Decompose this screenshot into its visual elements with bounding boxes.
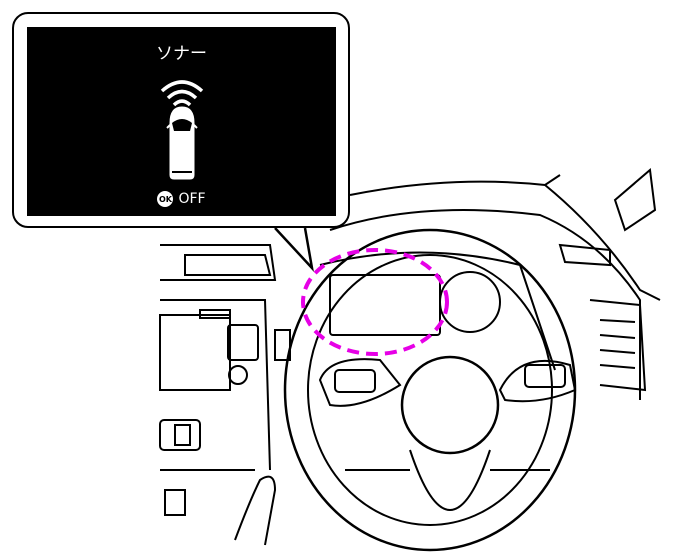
off-label: OFF xyxy=(178,191,206,207)
sonar-car-icon xyxy=(160,80,204,180)
ok-off-hint: OK OFF xyxy=(27,191,336,207)
car-top-view-icon xyxy=(166,106,198,180)
sonar-wave-icon xyxy=(160,80,204,107)
ok-button-icon: OK xyxy=(157,191,174,207)
highlight-ellipse xyxy=(301,248,449,356)
display-title: ソナー xyxy=(156,44,207,64)
cluster-display-screen: ソナー OK OFF xyxy=(27,27,336,216)
